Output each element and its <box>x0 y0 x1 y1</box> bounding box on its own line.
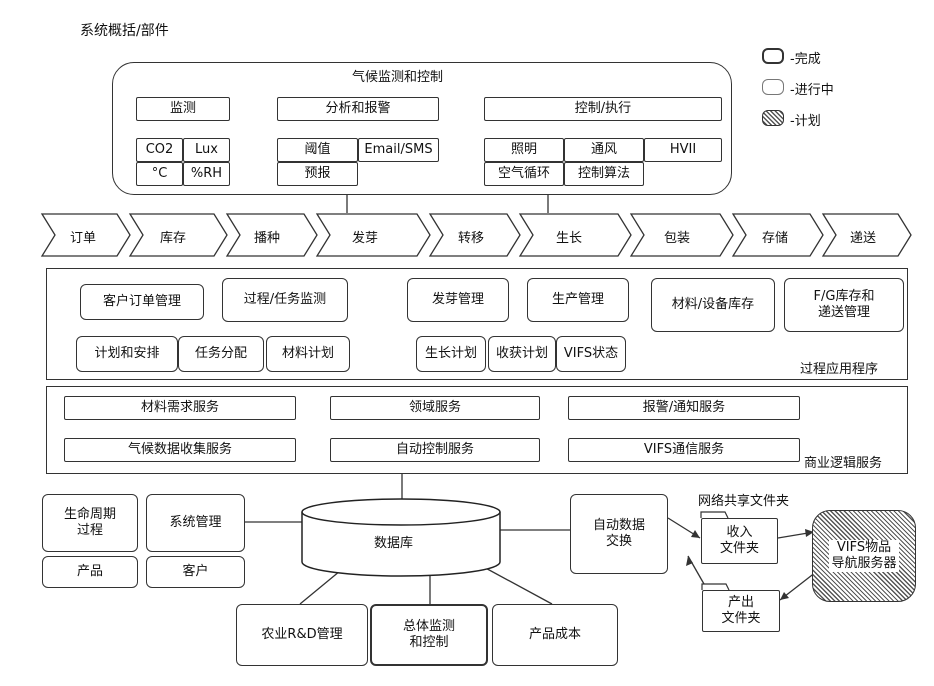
service-alarm-notification: 报警/通知服务 <box>568 396 800 420</box>
app-order-management: 客户订单管理 <box>80 284 204 320</box>
control-hvac: HVII <box>644 138 722 162</box>
app-process-monitor: 过程/任务监测 <box>222 278 348 322</box>
stage-order: 订单 <box>70 227 96 246</box>
diagram-title: 系统概括/部件 <box>80 20 169 40</box>
legend-in-progress-label: -进行中 <box>790 79 834 98</box>
legend-complete-label: -完成 <box>790 48 821 67</box>
service-vifs-communication: VIFS通信服务 <box>568 438 800 462</box>
stage-delivery: 递送 <box>850 227 876 246</box>
forecast-box: 预报 <box>277 162 358 186</box>
climate-title: 气候监测和控制 <box>352 66 443 85</box>
control-algorithm: 控制算法 <box>564 162 644 186</box>
analysis-header: 分析和报警 <box>277 97 439 121</box>
service-material-demand: 材料需求服务 <box>64 396 296 420</box>
app-task-assignment: 任务分配 <box>178 336 264 372</box>
customer-box: 客户 <box>146 556 245 588</box>
control-header: 控制/执行 <box>484 97 722 121</box>
auto-data-exchange-box: 自动数据 交换 <box>570 494 668 574</box>
control-ventilation: 通风 <box>564 138 644 162</box>
control-lighting: 照明 <box>484 138 564 162</box>
vifs-navigation-server: VIFS物品 导航服务器 <box>812 510 916 602</box>
stage-germination: 发芽 <box>352 227 378 246</box>
sensor-co2: CO2 <box>136 138 183 162</box>
sensor-humidity: %RH <box>183 162 230 186</box>
system-management-box: 系统管理 <box>146 494 245 552</box>
stage-seeding: 播种 <box>254 227 280 246</box>
app-fg-inventory-delivery: F/G库存和 递送管理 <box>784 278 904 332</box>
threshold-box: 阈值 <box>277 138 358 162</box>
sensor-temperature: °C <box>136 162 183 186</box>
app-material-planning: 材料计划 <box>266 336 350 372</box>
lifecycle-process-box: 生命周期 过程 <box>42 494 138 552</box>
overall-monitoring-box: 总体监测 和控制 <box>370 604 488 666</box>
legend-complete-swatch <box>762 48 784 64</box>
legend-planned-swatch <box>762 110 784 126</box>
stage-inventory: 库存 <box>160 227 186 246</box>
monitor-header: 监测 <box>136 97 230 121</box>
app-vifs-status: VIFS状态 <box>556 336 626 372</box>
process-apps-title: 过程应用程序 <box>800 358 878 377</box>
legend-planned-label: -计划 <box>790 110 821 129</box>
outbox-folder: 产出 文件夹 <box>702 590 780 632</box>
network-share-label: 网络共享文件夹 <box>698 490 789 509</box>
inbox-folder: 收入 文件夹 <box>701 518 778 564</box>
vifs-server-label: VIFS物品 导航服务器 <box>829 540 898 572</box>
stage-packaging: 包装 <box>664 227 690 246</box>
stage-storage: 存储 <box>762 227 788 246</box>
app-production-management: 生产管理 <box>527 278 629 322</box>
email-sms-box: Email/SMS <box>358 138 439 162</box>
agri-rd-management-box: 农业R&D管理 <box>236 604 368 666</box>
app-harvest-planning: 收获计划 <box>488 336 556 372</box>
control-air-circulation: 空气循环 <box>484 162 564 186</box>
database-label: 数据库 <box>374 532 413 551</box>
stage-growth: 生长 <box>556 227 582 246</box>
sensor-lux: Lux <box>183 138 230 162</box>
product-cost-box: 产品成本 <box>492 604 618 666</box>
app-growth-planning: 生长计划 <box>416 336 486 372</box>
product-box: 产品 <box>42 556 138 588</box>
app-germination-management: 发芽管理 <box>407 278 509 322</box>
app-planning-scheduling: 计划和安排 <box>76 336 178 372</box>
service-auto-control: 自动控制服务 <box>330 438 540 462</box>
legend-in-progress-swatch <box>762 79 784 95</box>
service-climate-data-collection: 气候数据收集服务 <box>64 438 296 462</box>
business-services-title: 商业逻辑服务 <box>804 452 882 471</box>
service-domain: 领域服务 <box>330 396 540 420</box>
app-material-inventory: 材料/设备库存 <box>651 278 775 332</box>
stage-transfer: 转移 <box>458 227 484 246</box>
